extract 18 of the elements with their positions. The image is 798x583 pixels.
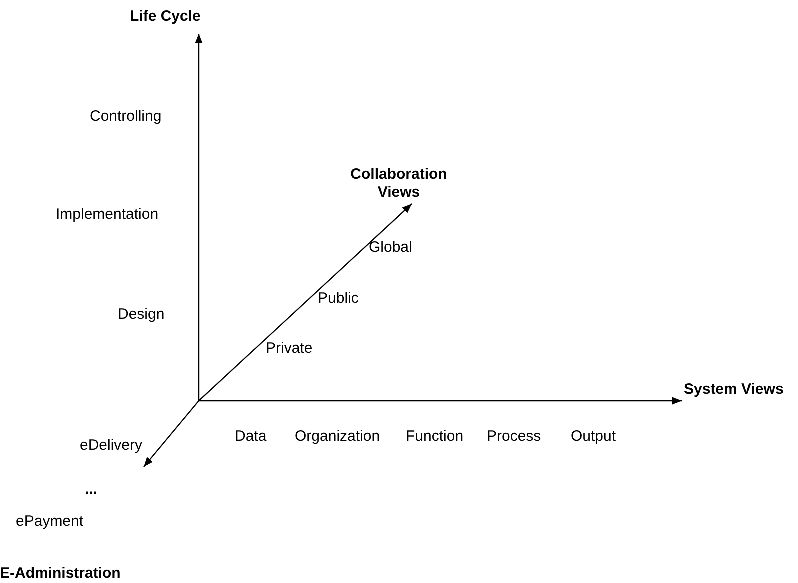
axis-tick-label: Organization [295,428,380,446]
axis-title: System Views [684,381,784,399]
axis-title: Collaboration Views [350,166,448,202]
axis-tick-label: Function [406,428,464,446]
ellipsis: ... [85,481,98,499]
axis-tick-label: Private [266,340,313,358]
axis-tick-label: Process [487,428,542,446]
axis-tick-label: Implementation [56,206,159,224]
axis-tick-label: Controlling [90,108,162,126]
axis-tick-label: Global [369,239,412,257]
axis-tick-label: Design [118,306,165,324]
axis-tick-label: ePayment [16,513,84,531]
axis-tick-label: eDelivery [80,437,143,455]
axis-tick-label: Data [235,428,267,446]
axis-title: E-Administration [0,565,121,583]
axis-tick-label: Public [318,290,359,308]
axis-title: Life Cycle [130,8,201,26]
axis-tick-label: Output [571,428,616,446]
